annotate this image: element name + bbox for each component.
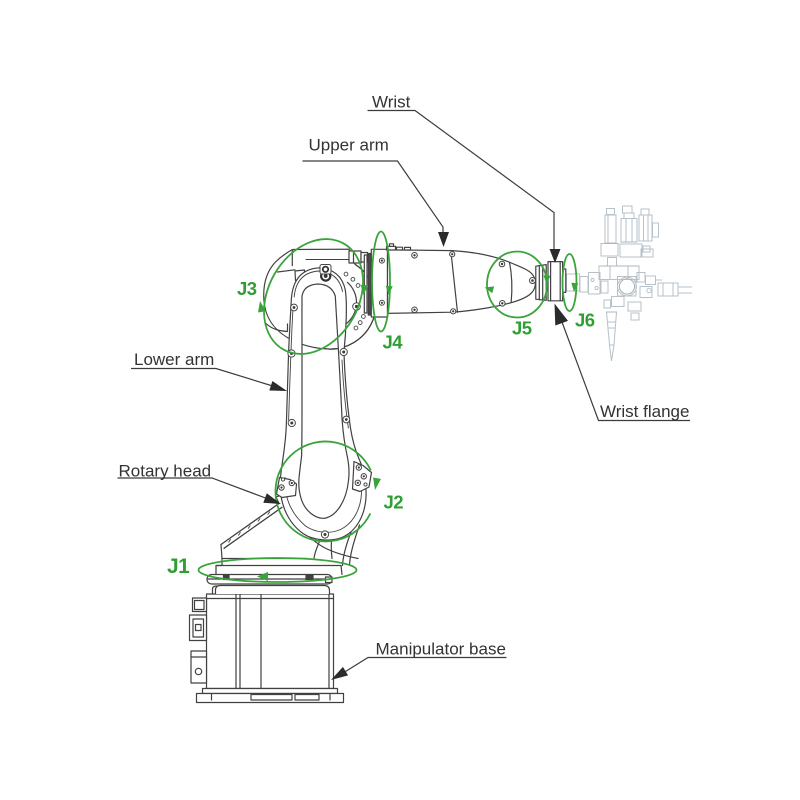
svg-text:Upper arm: Upper arm xyxy=(309,136,389,155)
svg-text:Wrist flange: Wrist flange xyxy=(600,402,689,421)
svg-text:J2: J2 xyxy=(384,492,404,513)
svg-text:Rotary head: Rotary head xyxy=(119,462,212,481)
svg-text:J3: J3 xyxy=(237,278,257,299)
svg-text:J6: J6 xyxy=(575,310,595,331)
svg-text:Lower arm: Lower arm xyxy=(134,350,214,369)
svg-text:J5: J5 xyxy=(512,318,532,339)
svg-text:Manipulator base: Manipulator base xyxy=(376,640,506,659)
svg-text:J1: J1 xyxy=(167,555,190,578)
svg-text:Wrist: Wrist xyxy=(372,93,411,112)
svg-text:J4: J4 xyxy=(383,332,404,353)
